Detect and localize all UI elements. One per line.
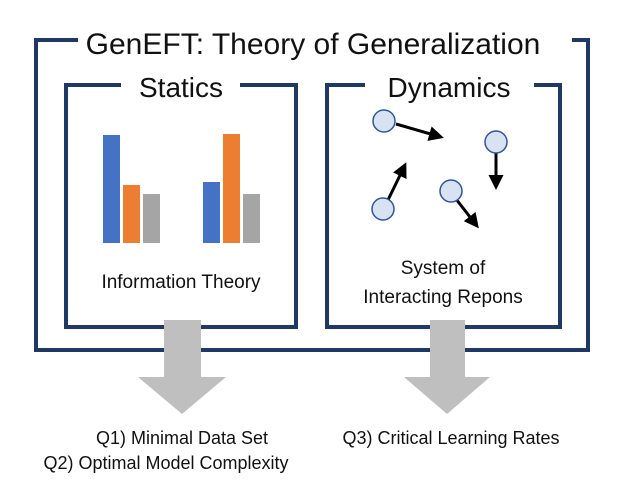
dynamics-caption-line2: Interacting Repons bbox=[363, 287, 523, 308]
dynamics-down-arrow bbox=[404, 320, 490, 414]
repon-arrow bbox=[454, 198, 479, 229]
statics-down-arrow bbox=[138, 320, 226, 414]
main-title: GenEFT: Theory of Generalization bbox=[86, 28, 541, 61]
statics-heading: Statics bbox=[139, 72, 223, 103]
dynamics-caption-line1: System of bbox=[401, 258, 486, 279]
repon-arrow bbox=[386, 162, 407, 201]
bar-1-3 bbox=[143, 194, 160, 243]
bar-1-1 bbox=[103, 135, 120, 243]
question-q2: Q2) Optimal Model Complexity bbox=[43, 453, 288, 473]
outer-frame bbox=[34, 38, 590, 352]
repons-illustration bbox=[371, 109, 508, 229]
dynamics-heading: Dynamics bbox=[388, 72, 511, 103]
repon-node bbox=[484, 130, 508, 154]
question-q3: Q3) Critical Learning Rates bbox=[342, 428, 559, 448]
bar-chart-icon bbox=[103, 134, 260, 243]
repon-node bbox=[371, 197, 395, 221]
bar-1-2 bbox=[123, 185, 140, 243]
question-q1: Q1) Minimal Data Set bbox=[96, 428, 268, 448]
repon-node bbox=[439, 179, 463, 203]
bar-2-2 bbox=[223, 134, 240, 243]
bar-2-3 bbox=[243, 194, 260, 243]
bar-2-1 bbox=[203, 182, 220, 243]
repon-arrow bbox=[395, 122, 444, 141]
statics-caption: Information Theory bbox=[101, 272, 261, 293]
repon-node bbox=[372, 109, 396, 133]
